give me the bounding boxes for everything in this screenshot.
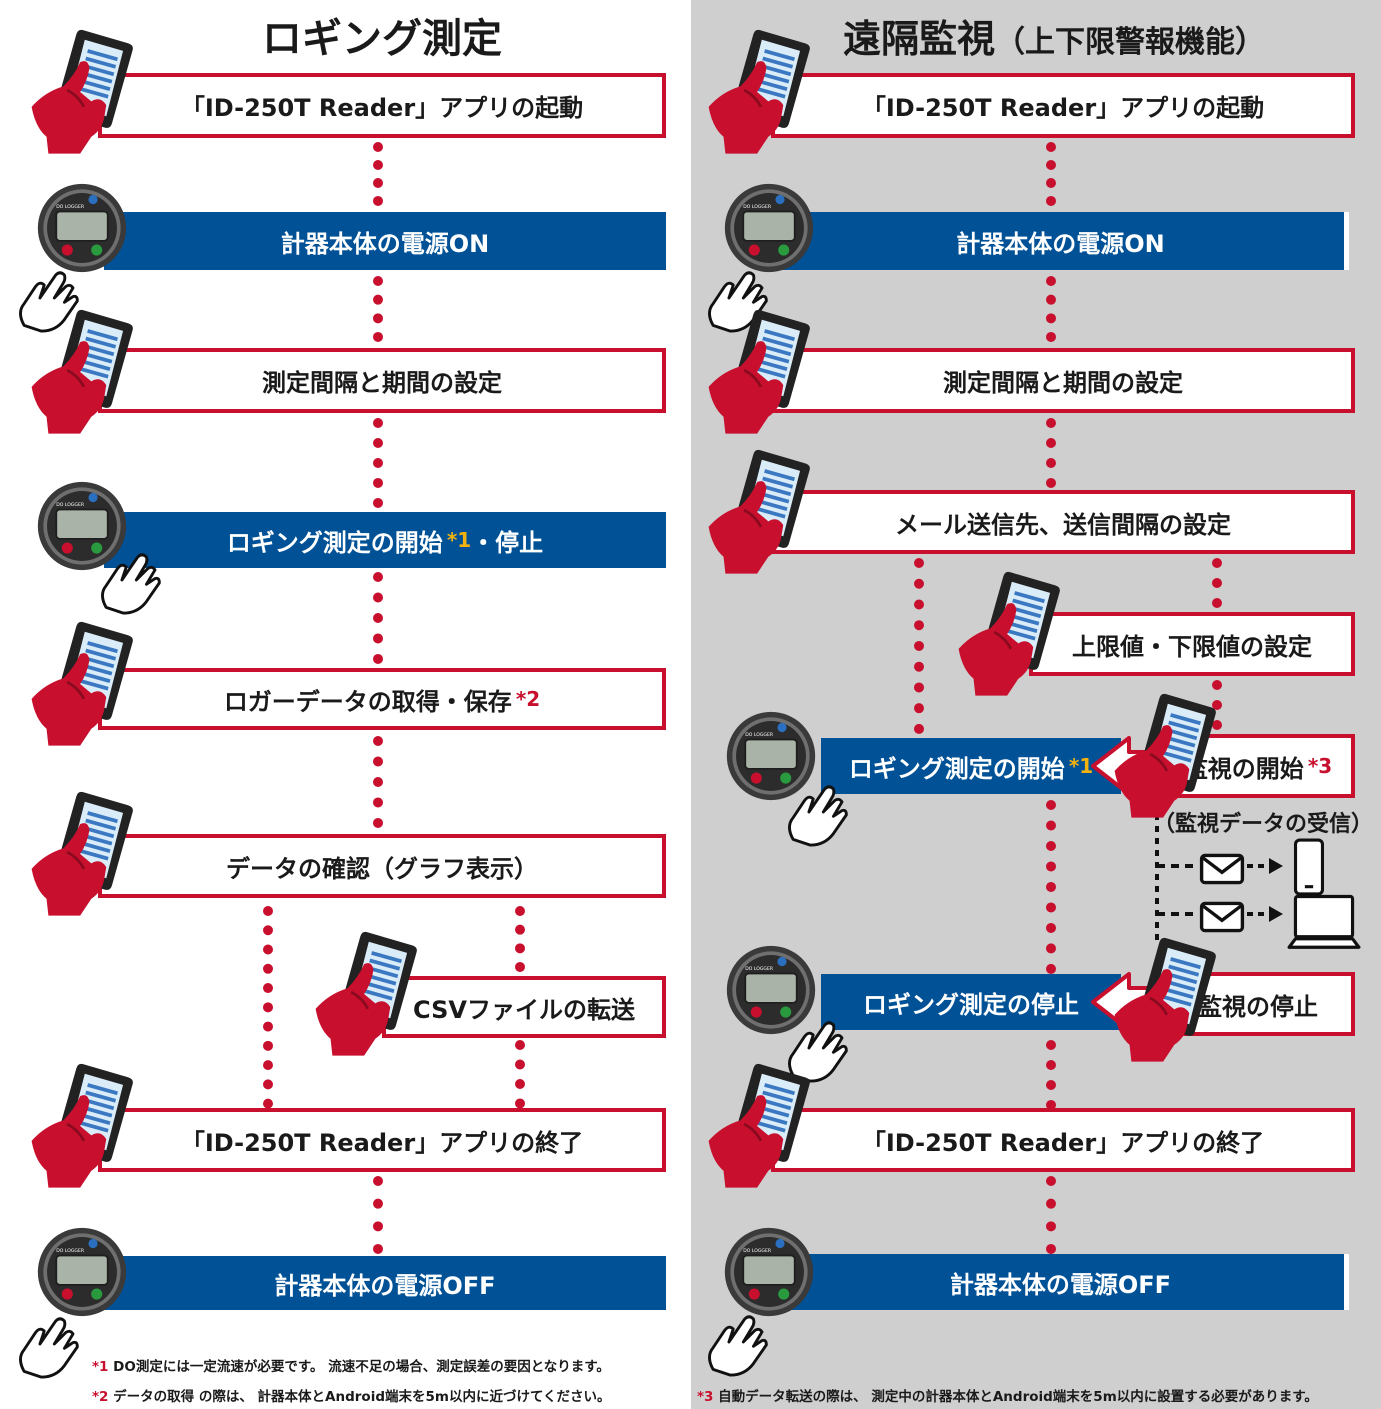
smartphone-icon [1293,838,1325,896]
step-limit-setting: 上限値・下限値の設定 [1029,612,1355,676]
connector [373,736,393,828]
connector [515,906,535,972]
finger-tap-icon [96,544,168,616]
laptop-icon [1287,894,1361,954]
connector [1046,800,1066,974]
connector [1046,142,1066,206]
left-panel: ロギング測定 「ID-250T Reader」アプリの起動 計器本体の電源ON … [0,0,686,1409]
connector [1046,1176,1066,1254]
step-get-save-data: ロガーデータの取得・保存*2 [98,668,666,730]
connector [373,418,393,508]
footnote-1: *1 DO測定には一定流速が必要です。 流速不足の場合、測定誤差の要因となります… [92,1359,610,1375]
step-app-exit: 「ID-250T Reader」アプリの終了 [771,1108,1355,1172]
step-mail-setting: メール送信先、送信間隔の設定 [771,490,1355,554]
connector [1046,276,1066,342]
logger-device-icon [36,182,128,274]
hand-phone-icon [26,1050,138,1202]
hand-phone-icon [703,1050,815,1202]
connector [373,572,393,664]
connector [1212,680,1232,730]
connector [515,1040,535,1128]
step-power-off: 計器本体の電源OFF [104,1256,666,1310]
connector [373,142,393,206]
step-interval-setting: 測定間隔と期間の設定 [771,348,1355,413]
step-check-graph: データの確認（グラフ表示） [98,834,666,898]
data-flow-lines [1155,802,1283,944]
step-power-on: 計器本体の電源ON [777,212,1349,270]
hand-phone-icon [703,16,815,168]
monitor-data-receive-label: （監視データの受信） [1153,812,1374,837]
hand-phone-icon [26,16,138,168]
step-logging-start: ロギング測定の開始*1 [821,738,1121,794]
connector [1212,558,1232,608]
connector [1046,1040,1066,1110]
connector [373,1176,393,1254]
finger-tap-icon [14,1308,86,1380]
step-app-launch: 「ID-250T Reader」アプリの起動 [98,73,666,138]
mail-icon [1199,852,1245,886]
logger-device-icon [36,1226,128,1318]
step-app-exit: 「ID-250T Reader」アプリの終了 [98,1108,666,1172]
step-csv-transfer: CSVファイルの転送 [382,976,666,1038]
hand-phone-icon [1109,924,1221,1076]
left-title: ロギング測定 [262,16,502,62]
hand-phone-icon [703,296,815,448]
footnote-2: *2 データの取得 の際は、 計器本体とAndroid端末を5m以内に近づけてく… [92,1389,611,1405]
connector [373,276,393,342]
connector [914,558,934,734]
logger-device-icon [723,182,815,274]
hand-phone-icon [26,608,138,760]
footnote-3: *3 自動データ転送の際は、 測定中の計器本体とAndroid端末を5m以内に設… [697,1389,1318,1405]
finger-tap-icon [703,1306,775,1378]
step-interval-setting: 測定間隔と期間の設定 [98,348,666,413]
hand-phone-icon [26,296,138,448]
connector [263,906,283,1128]
hand-phone-icon [1109,680,1221,832]
step-logging-start-stop: ロギング測定の開始*1・停止 [104,512,666,568]
right-title: 遠隔監視（上下限警報機能） [843,17,1266,61]
step-power-on: 計器本体の電源ON [104,212,666,270]
finger-tap-icon [783,776,855,848]
right-panel: 遠隔監視（上下限警報機能） 「ID-250T Reader」アプリの起動 計器本… [691,0,1381,1409]
step-app-launch: 「ID-250T Reader」アプリの起動 [771,73,1355,138]
step-logging-stop: ロギング測定の停止 [821,974,1121,1030]
step-power-off: 計器本体の電源OFF [777,1254,1349,1310]
hand-phone-icon [703,436,815,588]
connector [1046,418,1066,488]
logger-device-icon [723,1226,815,1318]
hand-phone-icon [26,778,138,930]
hand-phone-icon [310,918,422,1070]
hand-phone-icon [953,558,1065,710]
